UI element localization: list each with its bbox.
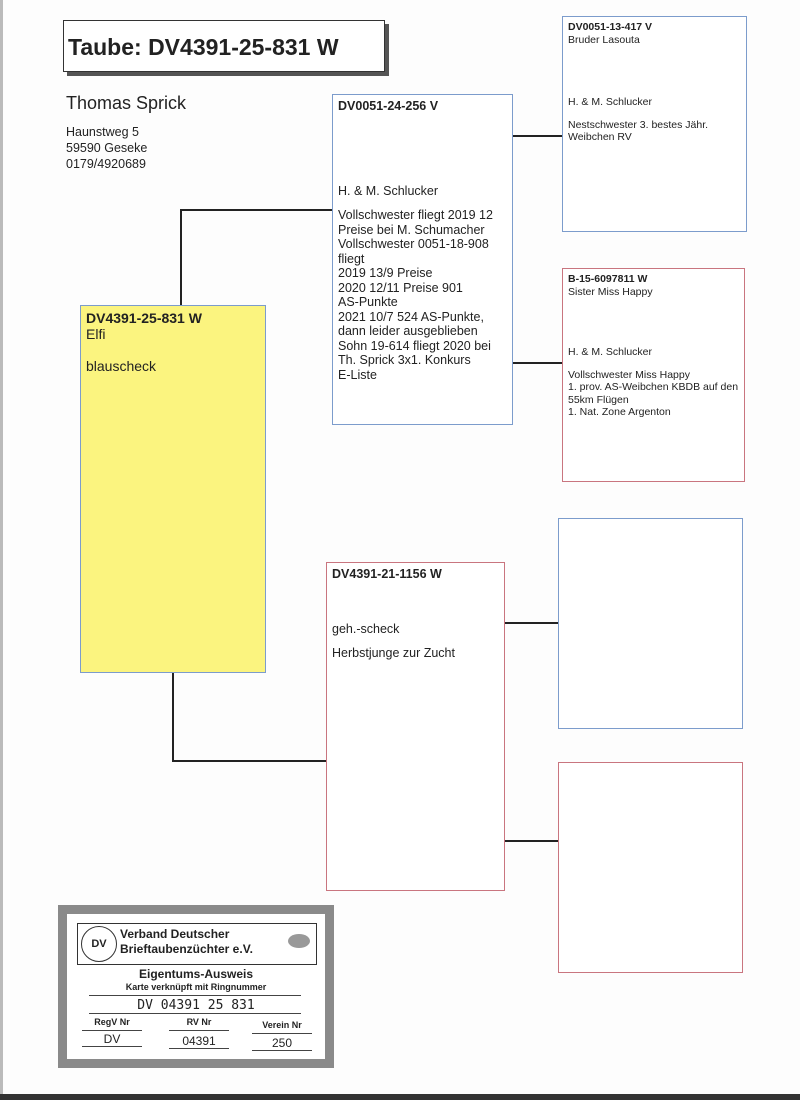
note-line: Sohn 19-614 fliegt 2020 bei bbox=[338, 338, 491, 353]
divider bbox=[252, 1050, 312, 1051]
paternal-grandmother-box: B-15-6097811 W Sister Miss Happy H. & M.… bbox=[562, 268, 745, 482]
father-box: DV0051-24-256 V H. & M. Schlucker Vollsc… bbox=[332, 94, 513, 425]
subject-color: blauscheck bbox=[86, 358, 157, 374]
father-notes: Vollschwester fliegt 2019 12 Preise bei … bbox=[338, 208, 507, 382]
note-line: 2020 12/11 Preise 901 bbox=[338, 280, 463, 295]
divider bbox=[89, 995, 301, 996]
owner-name: Thomas Sprick bbox=[66, 93, 187, 113]
page-title: Taube: DV4391-25-831 W bbox=[63, 20, 385, 72]
maternal-grandmother-box bbox=[558, 762, 743, 973]
connector-line bbox=[172, 760, 326, 762]
connector-line bbox=[512, 135, 562, 137]
scan-edge-bottom bbox=[0, 1094, 800, 1100]
divider bbox=[82, 1046, 142, 1047]
org-line: Verband Deutscher bbox=[120, 927, 230, 941]
note-line: Vollschwester fliegt 2019 12 bbox=[338, 208, 493, 222]
note-line: dann leider ausgeblieben bbox=[338, 324, 478, 338]
label-regv: RegV Nr bbox=[94, 1017, 130, 1027]
mother-box: DV4391-21-1156 W geh.-scheck Herbstjunge… bbox=[326, 562, 505, 891]
note-line: Nestschwester 3. bestes Jähr. bbox=[568, 118, 709, 131]
note-line: Weibchen RV bbox=[568, 131, 632, 143]
note-line: 2021 10/7 524 AS-Punkte, bbox=[338, 309, 484, 324]
note-line: AS-Punkte bbox=[338, 295, 398, 309]
card-ring-number: DV 04391 25 831 bbox=[137, 998, 255, 1013]
connector-line bbox=[180, 209, 182, 305]
subject-ring: DV4391-25-831 W bbox=[86, 310, 202, 326]
divider bbox=[169, 1030, 229, 1031]
divider bbox=[252, 1033, 312, 1034]
label-verein: Verein Nr bbox=[262, 1020, 302, 1030]
mother-color: geh.-scheck bbox=[332, 621, 400, 636]
divider bbox=[89, 1013, 301, 1014]
label-rv: RV Nr bbox=[186, 1017, 212, 1027]
note-line: 1. Nat. Zone Argenton bbox=[568, 406, 671, 418]
divider bbox=[82, 1030, 142, 1031]
subject-name: Elfi bbox=[86, 326, 106, 342]
note-line: 2019 13/9 Preise bbox=[338, 266, 433, 280]
mother-notes: Herbstjunge zur Zucht bbox=[332, 646, 455, 660]
owner-phone: 0179/4920689 bbox=[66, 157, 146, 171]
card-subheading: Karte verknüpft mit Ringnummer bbox=[125, 982, 267, 992]
org-line: Brieftaubenzüchter e.V. bbox=[120, 942, 253, 956]
connector-line bbox=[504, 622, 558, 624]
father-ring: DV0051-24-256 V bbox=[338, 99, 439, 113]
owner-street: Haunstweg 5 bbox=[66, 125, 139, 139]
pgf-name: Bruder Lasouta bbox=[568, 33, 640, 46]
card-header: DV Verband Deutscher Brieftaubenzüchter … bbox=[77, 923, 317, 965]
note-line: Th. Sprick 3x1. Konkurs bbox=[338, 353, 471, 367]
association-name: Verband Deutscher Brieftaubenzüchter e.V… bbox=[120, 927, 253, 957]
note-line: 55km Flügen bbox=[568, 393, 629, 406]
note-line: fliegt bbox=[338, 251, 365, 266]
pgm-ring: B-15-6097811 W bbox=[568, 273, 648, 285]
card-heading: Eigentums-Ausweis bbox=[138, 967, 254, 981]
connector-line bbox=[512, 362, 562, 364]
connector-line bbox=[172, 673, 174, 761]
scan-edge bbox=[0, 0, 3, 1100]
value-regv: DV bbox=[103, 1032, 121, 1046]
subject-box: DV4391-25-831 W Elfi blauscheck bbox=[80, 305, 266, 673]
divider bbox=[169, 1048, 229, 1049]
maternal-grandfather-box bbox=[558, 518, 743, 729]
owner-city: 59590 Geseke bbox=[66, 141, 148, 155]
note-line: E-Liste bbox=[338, 367, 377, 382]
ownership-card: DV Verband Deutscher Brieftaubenzüchter … bbox=[58, 905, 334, 1068]
connector-line bbox=[180, 209, 332, 211]
pgm-name: Sister Miss Happy bbox=[568, 285, 653, 298]
mother-ring: DV4391-21-1156 W bbox=[332, 567, 442, 581]
value-rv: 04391 bbox=[182, 1034, 216, 1048]
paternal-grandfather-box: DV0051-13-417 V Bruder Lasouta H. & M. S… bbox=[562, 16, 747, 232]
pgf-breeder: H. & M. Schlucker bbox=[568, 96, 653, 108]
connector-line bbox=[504, 840, 558, 842]
owner-address: Haunstweg 5 59590 Geseke 0179/4920689 bbox=[66, 124, 147, 172]
note-line: 1. prov. AS-Weibchen KBDB auf den bbox=[568, 381, 739, 393]
note-line: Vollschwester Miss Happy bbox=[568, 368, 690, 381]
pgf-ring: DV0051-13-417 V bbox=[568, 21, 653, 33]
association-logo: DV bbox=[81, 926, 117, 962]
note-line: Vollschwester 0051-18-908 bbox=[338, 237, 489, 251]
value-verein: 250 bbox=[271, 1036, 293, 1050]
pigeon-logo-icon bbox=[288, 934, 310, 948]
father-breeder: H. & M. Schlucker bbox=[338, 183, 439, 198]
pgm-breeder: H. & M. Schlucker bbox=[568, 346, 653, 358]
note-line: Preise bei M. Schumacher bbox=[338, 222, 485, 237]
